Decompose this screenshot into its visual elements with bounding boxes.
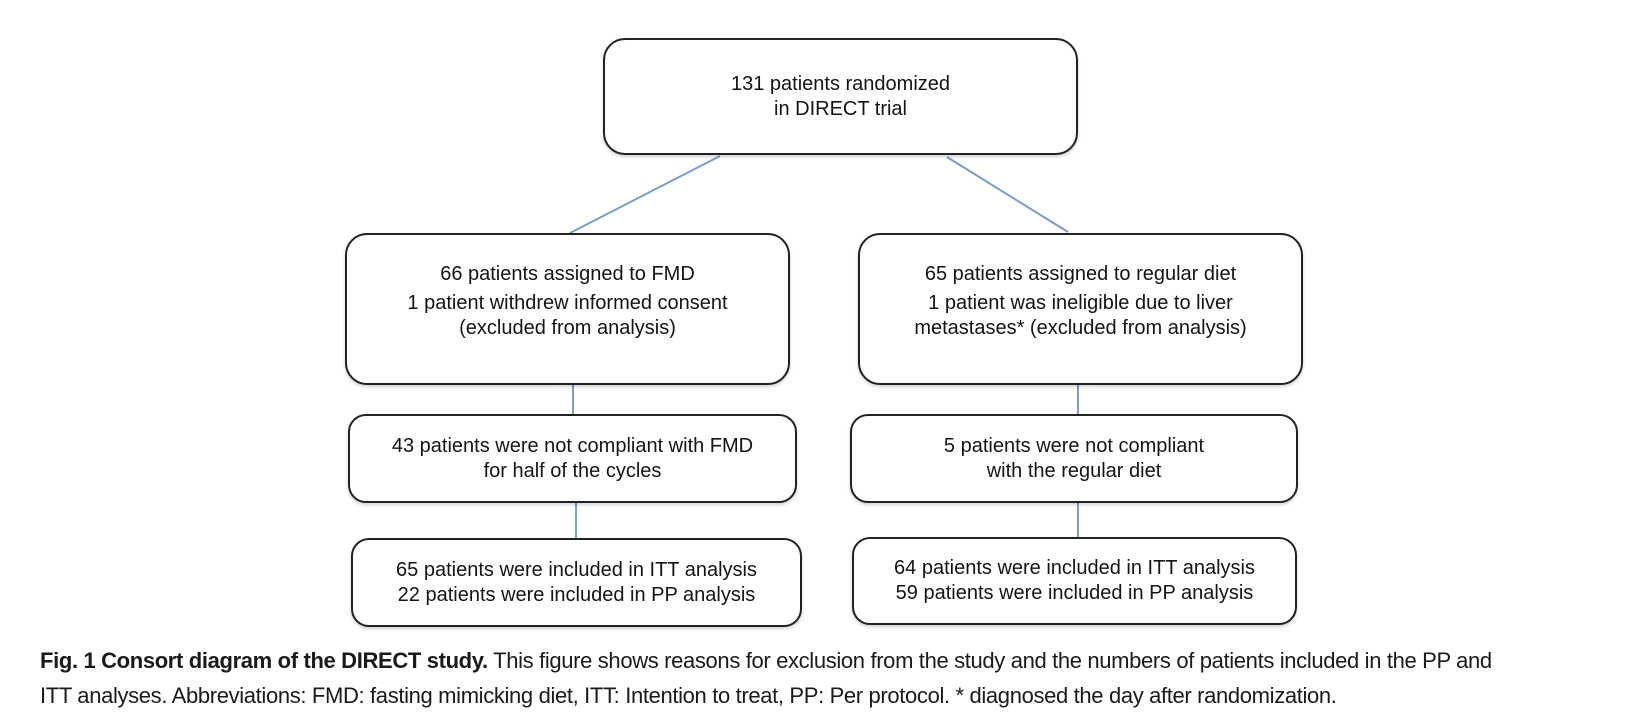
caption-title: Fig. 1 Consort diagram of the DIRECT stu… [40, 648, 488, 673]
flow-box-randomized-line1: 131 patients randomized [730, 72, 951, 95]
fmd-analysis-pp-line: 22 patients were included in PP analysis [397, 583, 756, 606]
fmd-exclusion-line1: 1 patient withdrew informed consent [407, 292, 728, 314]
flow-box-fmd-analysis: 65 patients were included in ITT analysi… [351, 538, 802, 627]
flow-box-regular-assigned: 65 patients assigned to regular diet 1 p… [858, 233, 1303, 385]
connector-line-top-to-fmd [569, 155, 721, 234]
fmd-analysis-itt-line: 65 patients were included in ITT analysi… [396, 558, 757, 581]
regular-exclusion-line1: 1 patient was ineligible due to liver [928, 292, 1233, 314]
flow-box-regular-noncompliant: 5 patients were not compliant with the r… [850, 414, 1298, 503]
flow-box-randomized: 131 patients randomized in DIRECT trial [603, 38, 1078, 155]
regular-exclusion-line2: metastases* (excluded from analysis) [914, 317, 1247, 339]
caption-line1: Fig. 1 Consort diagram of the DIRECT stu… [40, 643, 1620, 678]
regular-noncompliant-line2: with the regular diet [986, 459, 1162, 482]
connector-line-top-to-regular [946, 156, 1069, 233]
regular-analysis-pp-line: 59 patients were included in PP analysis [895, 582, 1254, 604]
fmd-noncompliant-line1: 43 patients were not compliant with FMD [391, 434, 754, 457]
fmd-exclusion-line2: (excluded from analysis) [459, 317, 676, 339]
figure-caption: Fig. 1 Consort diagram of the DIRECT stu… [40, 643, 1620, 713]
flow-box-fmd-noncompliant: 43 patients were not compliant with FMD … [348, 414, 797, 503]
flow-box-fmd-assigned: 66 patients assigned to FMD 1 patient wi… [345, 233, 790, 385]
fmd-assigned-line: 66 patients assigned to FMD [440, 263, 695, 285]
regular-analysis-itt-line: 64 patients were included in ITT analysi… [894, 557, 1255, 579]
flow-box-regular-analysis: 64 patients were included in ITT analysi… [852, 537, 1297, 625]
fmd-noncompliant-line2: for half of the cycles [483, 459, 662, 482]
regular-noncompliant-line1: 5 patients were not compliant [943, 434, 1205, 457]
regular-assigned-line: 65 patients assigned to regular diet [924, 263, 1237, 285]
caption-line2: ITT analyses. Abbreviations: FMD: fastin… [40, 683, 1337, 708]
flow-box-randomized-line2: in DIRECT trial [774, 97, 907, 120]
caption-line1-rest: This figure shows reasons for exclusion … [487, 648, 1492, 673]
